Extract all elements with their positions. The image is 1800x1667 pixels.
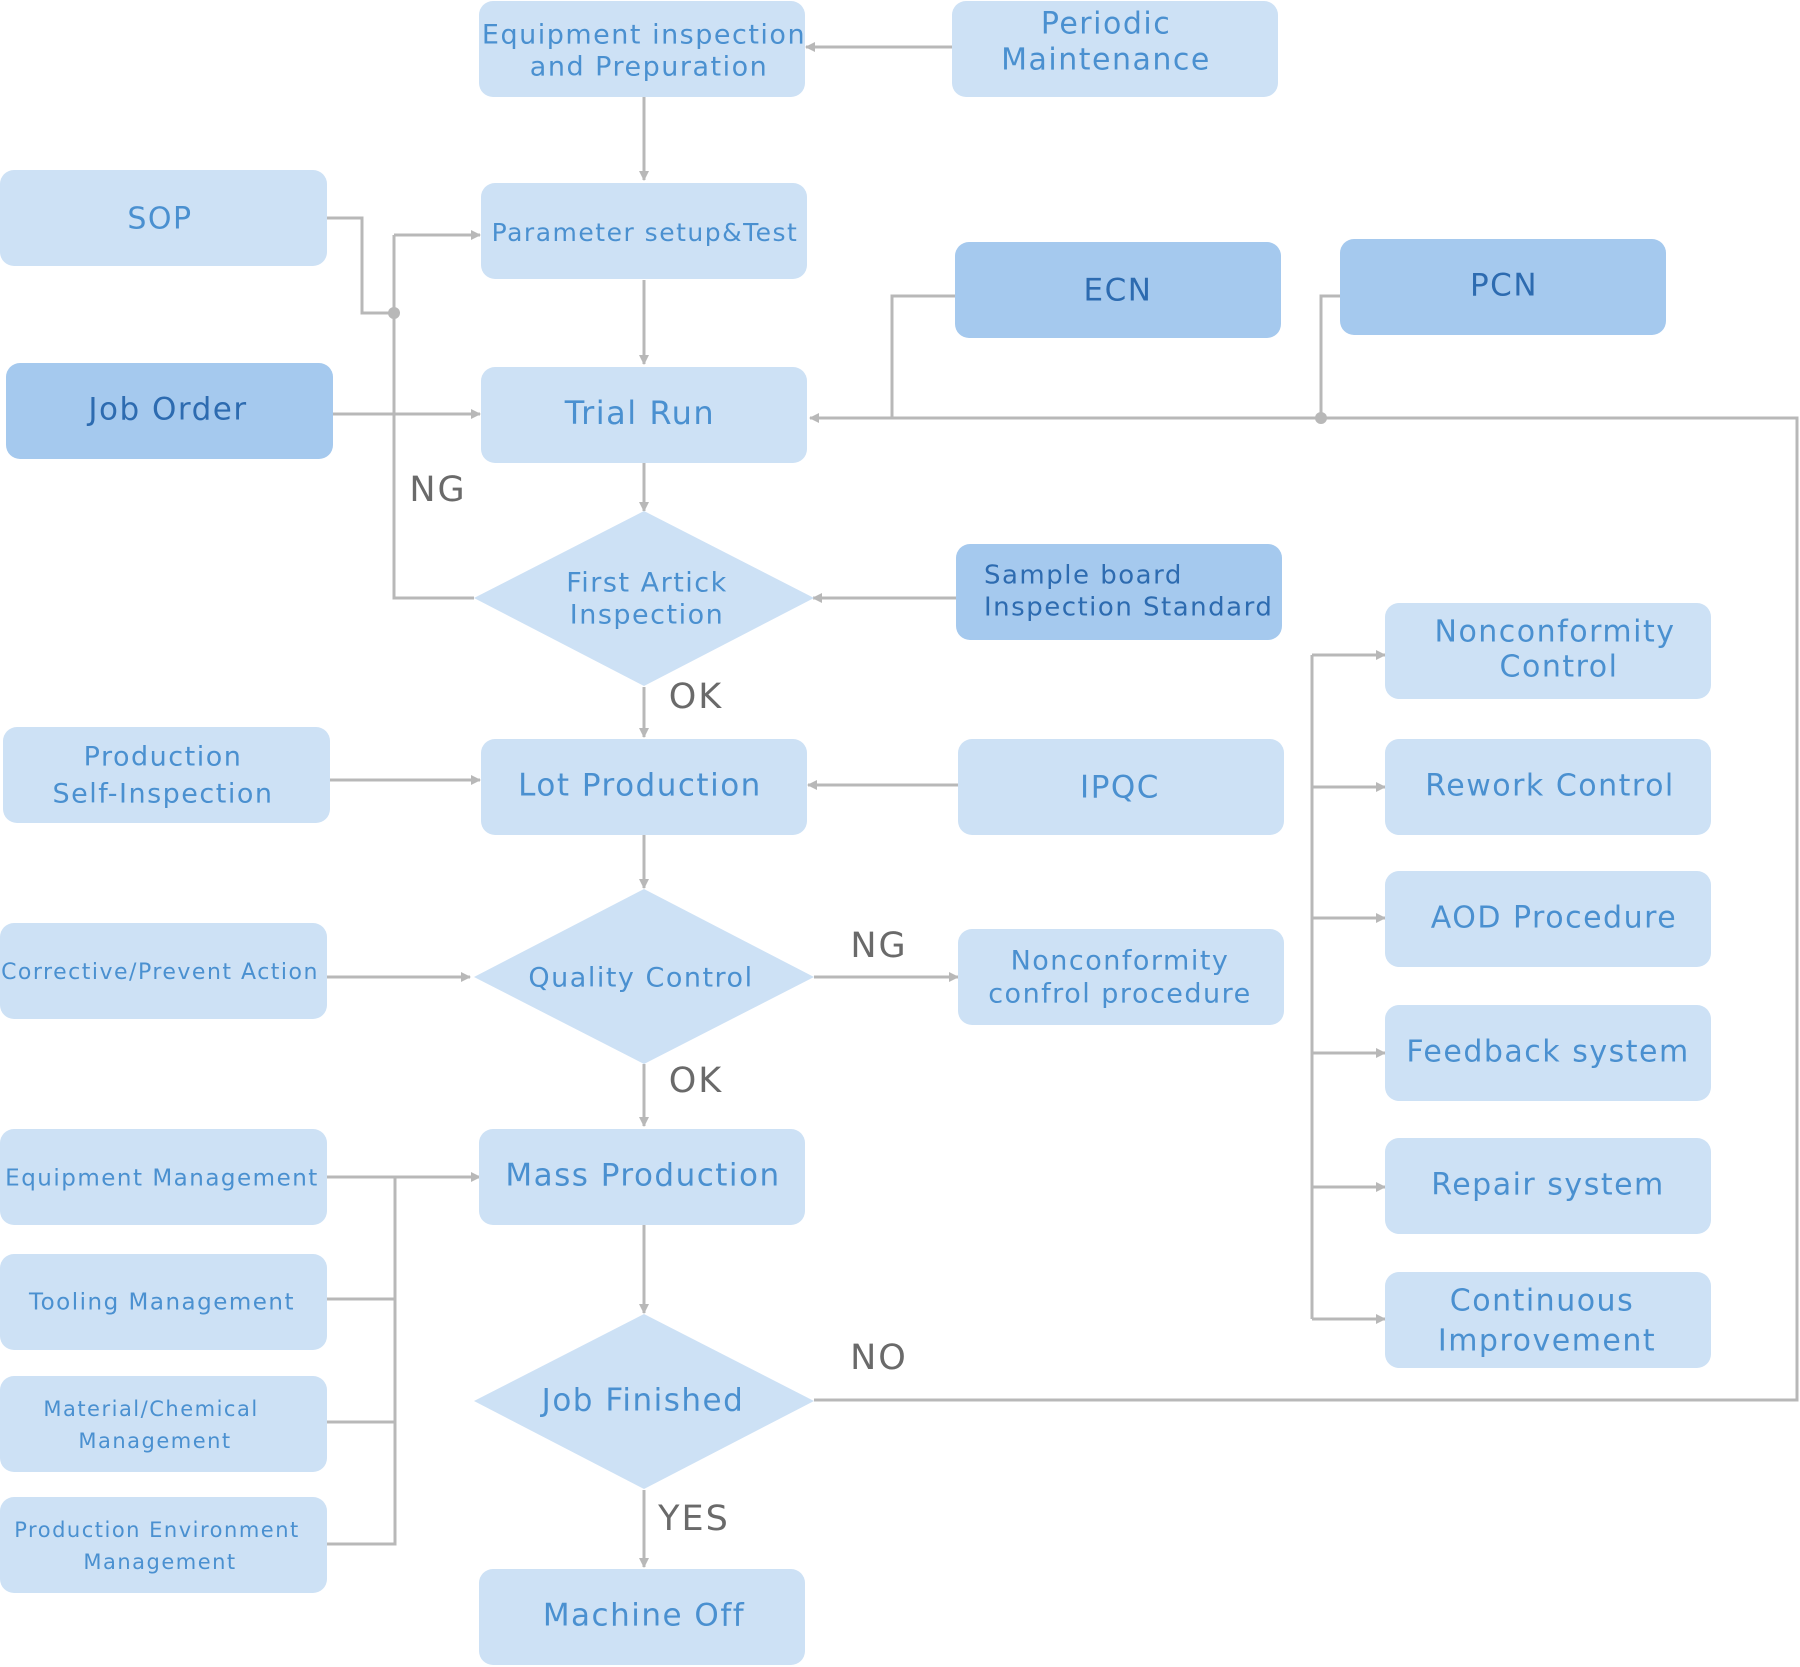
edge-label-no: NO [850,1338,908,1378]
node-tooling-management: Tooling Management [0,1254,327,1350]
junction-dot-sop [388,307,400,319]
node-label-line: PCN [1470,268,1538,304]
node-label-line: Equipment Management [5,1166,319,1192]
node-lot-production: Lot Production [481,739,807,835]
edge-label-ok: OK [669,1061,724,1101]
node-label-line: Equipment inspection [482,20,806,51]
node-label-line: Corrective/Prevent Action [1,960,319,985]
node-label-line: Production Environment [14,1518,300,1542]
connector-ecn-elbow [890,294,955,418]
node-label-line: Rework Control [1425,769,1675,804]
node-production-self-inspection: Production Self-Inspection [3,727,330,823]
node-aod-procedure: AOD Procedure [1385,871,1711,967]
junction-dot-pcn [1315,412,1327,424]
node-label-line: Control [1500,650,1619,685]
node-label-line: Self-Inspection [53,779,274,810]
edge-label-ng: NG [409,470,466,510]
node-sop: SOP [0,170,327,266]
node-mass-production: Mass Production [479,1129,805,1225]
node-label-line: Feedback system [1406,1035,1689,1070]
connector-pcn-elbow [1319,294,1340,418]
node-environment-management: Production Environment Management [0,1497,327,1593]
node-label-line: Repair system [1431,1168,1665,1203]
connector-environment-tick [327,1177,397,1546]
node-parameter-setup: Parameter setup&Test [481,183,807,279]
node-label-line: Improvement [1438,1324,1656,1359]
node-material-management: Material/Chemical Management [0,1376,327,1472]
node-label-line: Tooling Management [28,1290,295,1316]
node-label-line: Trial Run [564,394,715,432]
node-equipment-inspection: Equipment inspection and Prepuration [479,1,806,97]
node-label-line: AOD Procedure [1431,901,1677,936]
node-repair-system: Repair system [1385,1138,1711,1234]
node-label-line: SOP [127,202,192,237]
node-nonconformity-control: Nonconformity Control [1385,603,1711,699]
node-label-line: Management [83,1550,236,1574]
connectors [327,42,1799,1568]
node-quality-control: Quality Control [474,889,814,1064]
node-first-article-inspection: First Artick Inspection [474,511,814,686]
node-label-line: Sample board [984,561,1183,591]
node-label-line: and Prepuration [530,52,768,83]
node-job-finished: Job Finished [474,1314,814,1489]
node-label-line: Maintenance [1001,43,1211,78]
node-job-order: Job Order [6,363,333,459]
node-equipment-management: Equipment Management [0,1129,327,1225]
edge-label-yes: YES [657,1499,730,1539]
node-label-line: confrol procedure [988,979,1252,1010]
node-ipqc: IPQC [958,739,1284,835]
node-pcn: PCN [1340,239,1666,335]
node-label-line: First Artick [566,568,728,599]
node-rework-control: Rework Control [1385,739,1711,835]
node-nonconformity-procedure: Nonconformity confrol procedure [958,929,1284,1025]
node-sample-board: Sample board Inspection Standard [956,544,1282,640]
edge-label-ng: NG [850,926,907,966]
node-label-line: Nonconformity [1011,946,1230,977]
node-label-line: IPQC [1080,770,1160,806]
node-label-line: Job Finished [540,1383,745,1419]
node-ecn: ECN [955,242,1281,338]
node-label-line: Nonconformity [1435,615,1676,650]
node-label-line: Inspection [570,600,724,631]
node-continuous-improvement: Continuous Improvement [1385,1272,1711,1368]
node-label-line: Job Order [86,392,247,428]
node-label-line: Parameter setup&Test [492,218,799,247]
node-corrective-action: Corrective/Prevent Action [0,923,327,1019]
node-trial-run: Trial Run [481,367,807,463]
node-feedback-system: Feedback system [1385,1005,1711,1101]
connector-job-finished-no-loop [814,416,1799,1402]
connector-ng-loop [392,235,474,600]
node-label-line: Inspection Standard [984,593,1273,623]
node-label-line: Mass Production [505,1158,780,1194]
node-label-line: Lot Production [518,768,762,804]
node-label-line: Quality Control [528,963,753,994]
node-label-line: Material/Chemical [43,1397,258,1421]
connector-management-bracket [327,1177,397,1301]
node-label-line: ECN [1084,273,1153,309]
connector-sop-elbow [327,216,394,315]
node-label-line: Management [78,1429,231,1453]
node-label-line: Periodic [1041,7,1171,42]
node-periodic-maintenance: Periodic Maintenance [952,1,1278,97]
edge-label-ok: OK [669,677,724,717]
node-label-line: Continuous [1450,1284,1634,1319]
node-label-line: Production [84,742,243,773]
node-label-line: Machine Off [543,1598,745,1634]
node-machine-off: Machine Off [479,1569,805,1665]
